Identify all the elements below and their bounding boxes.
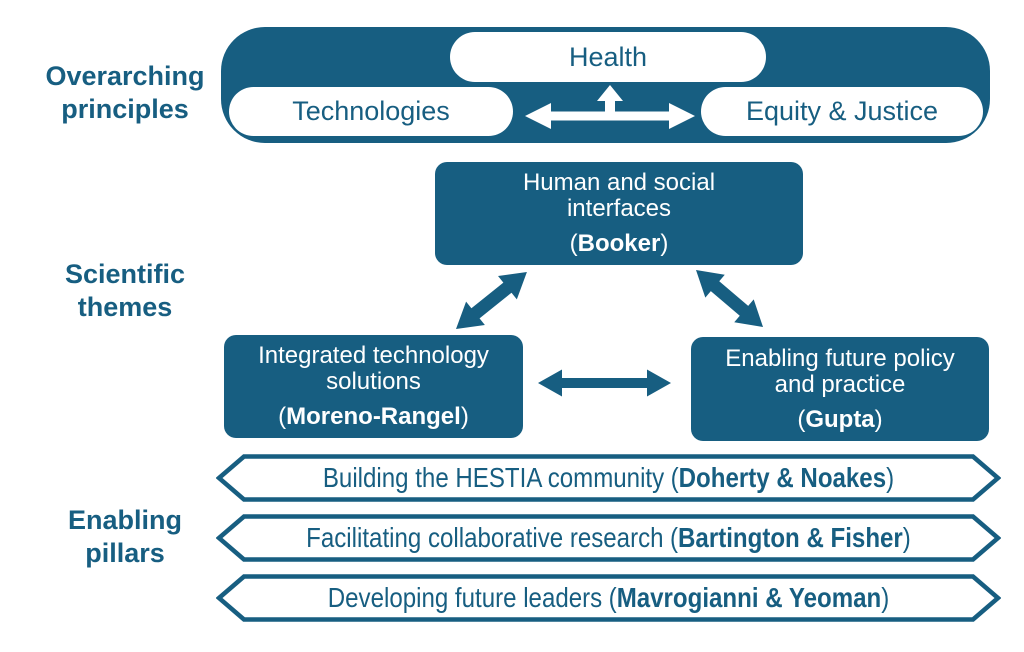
theme-box-enabling-future-policy: Enabling future policy and practice (Gup… xyxy=(691,337,989,441)
pillar-text-main: Building the HESTIA community xyxy=(322,462,665,493)
arrow-moreno-booker-icon xyxy=(456,271,527,329)
paren-close: ) xyxy=(902,522,911,553)
pillar-lead: (Doherty & Noakes) xyxy=(671,462,894,494)
theme-lead: (Moreno-Rangel) xyxy=(278,404,469,430)
pillar-text-main: Facilitating collaborative research xyxy=(306,522,664,553)
theme-title-line: and practice xyxy=(774,370,906,398)
label-line: principles xyxy=(61,94,189,124)
scientific-themes-label: Scientific themes xyxy=(15,258,235,324)
theme-box-integrated-technology-solutions: Integrated technology solutions (Moreno-… xyxy=(224,335,523,438)
principles-band: Health Technologies Equity & Justice xyxy=(221,27,990,143)
pillar-lead-name: Mavrogianni & Yeoman xyxy=(616,582,882,613)
pillar-lead: (Bartington & Fisher) xyxy=(670,522,911,554)
paren-close: ) xyxy=(660,230,669,257)
health-pill: Health xyxy=(450,32,766,82)
technologies-pill: Technologies xyxy=(229,87,513,136)
pillar-future-leaders: Developing future leaders(Mavrogianni & … xyxy=(216,573,1001,623)
health-pill-label: Health xyxy=(568,41,648,72)
equity-justice-pill: Equity & Justice xyxy=(701,87,983,136)
paren-open: ( xyxy=(278,403,287,430)
paren-open: ( xyxy=(797,405,806,433)
enabling-pillars-label: Enabling pillars xyxy=(15,504,235,570)
theme-title-line: Human and social xyxy=(522,169,716,196)
technologies-pill-label: Technologies xyxy=(292,96,450,126)
paren-close: ) xyxy=(460,403,469,430)
label-line: pillars xyxy=(85,538,165,568)
theme-lead-name: Booker xyxy=(577,230,661,257)
paren-open: ( xyxy=(670,462,679,493)
theme-lead: (Gupta) xyxy=(797,405,883,433)
paren-close: ) xyxy=(874,405,883,433)
theme-title-line: Enabling future policy xyxy=(725,344,955,372)
arrow-booker-gupta-icon xyxy=(696,270,764,328)
paren-close: ) xyxy=(881,582,890,613)
theme-lead: (Booker) xyxy=(570,231,669,257)
theme-lead-name: Moreno-Rangel xyxy=(286,403,461,430)
pillar-building-community: Building the HESTIA community(Doherty & … xyxy=(216,453,1001,503)
label-line: Overarching xyxy=(45,61,205,91)
theme-box-human-social-interfaces: Human and social interfaces (Booker) xyxy=(435,162,803,265)
pillar-lead-name: Bartington & Fisher xyxy=(678,522,903,553)
label-line: Enabling xyxy=(68,505,182,535)
paren-open: ( xyxy=(670,522,679,553)
pillar-text: Building the HESTIA community(Doherty & … xyxy=(271,453,946,503)
paren-close: ) xyxy=(886,462,895,493)
label-line: Scientific xyxy=(64,259,186,289)
pillar-text-main: Developing future leaders xyxy=(327,582,603,613)
theme-lead-name: Gupta xyxy=(805,405,875,433)
theme-title-line: Integrated technology xyxy=(258,342,489,369)
pillar-hexagon-icon xyxy=(216,514,1001,562)
label-line: themes xyxy=(77,292,173,322)
pillar-collaborative-research: Facilitating collaborative research(Bart… xyxy=(216,513,1001,563)
pillar-lead: (Mavrogianni & Yeoman) xyxy=(609,582,890,614)
pillar-hexagon-icon xyxy=(216,574,1001,622)
theme-title-line: interfaces xyxy=(566,195,672,222)
paren-open: ( xyxy=(608,582,617,613)
arrow-moreno-gupta-icon xyxy=(538,369,671,397)
theme-title-line: solutions xyxy=(326,368,421,395)
pillar-lead-name: Doherty & Noakes xyxy=(678,462,887,493)
pillar-hexagon-icon xyxy=(216,454,1001,502)
equity-justice-pill-label: Equity & Justice xyxy=(745,96,939,126)
paren-open: ( xyxy=(569,230,578,257)
pillar-text: Facilitating collaborative research(Bart… xyxy=(271,513,946,563)
principles-three-way-arrow-icon xyxy=(525,85,695,129)
overarching-principles-label: Overarching principles xyxy=(15,60,235,126)
pillar-text: Developing future leaders(Mavrogianni & … xyxy=(271,573,946,623)
